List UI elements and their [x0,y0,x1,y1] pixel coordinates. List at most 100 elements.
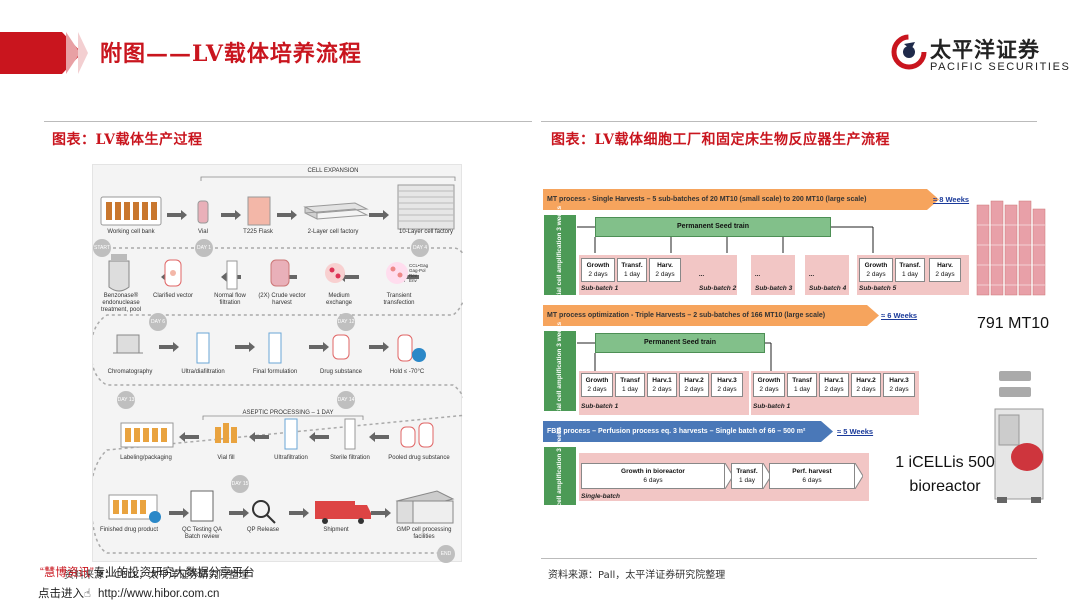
p1-step-harv: Harv.2 days [649,258,681,282]
p1-arrow [927,189,939,210]
step-medium-exchange: Medium exchange [325,293,353,306]
p3-weeks: ≈ 5 Weeks [837,427,874,436]
right-source: 资料来源：Pall，太平洋证券研究院整理 [548,570,726,581]
p3-single-batch-label: Single-batch [581,493,621,500]
p2-sub-batch-b-label: Sub-batch 1 [753,403,791,410]
p1-sub-batch-3 [751,255,795,295]
step-transient-transfection: Transient transfection [383,293,415,306]
p1-step-harv-5: Harv.2 days [929,258,961,282]
p2-initial-label: Initial cell amplification 3 weeks [544,322,576,420]
watermark-line2[interactable]: 点击进入☝http://www.hibor.com.cn [38,588,220,600]
p2-seed-train: Permanent Seed train [595,333,765,353]
step-ultrafiltration: Ultrafiltration [274,455,308,461]
header-chevron [66,32,80,74]
flow-path [93,176,463,554]
step-chromatography: Chromatography [107,369,153,375]
badge-day-4: DAY 4 [411,239,429,257]
step-sterile-filtration: Sterile filtration [330,455,370,461]
header-chevron [78,32,88,74]
p1-initial-label: Initial cell amplification 3 weeks [544,206,576,304]
p1-dots: ... [699,271,705,278]
badge-day-14: DAY 14 [337,391,355,409]
p2-header-bar: MT process optimization - Triple Harvest… [543,305,867,326]
p1-header-bar: MT process - Single Harvests – 5 sub-bat… [543,189,927,210]
logo-icon [891,34,927,70]
p3-header-bar: FBB process – Perfusion process eq. 3 ha… [543,421,821,442]
step-t225-flask: T225 Flask [243,229,273,235]
p2-weeks: ≈ 6 Weeks [881,311,918,320]
p1-sub-batch-4 [805,255,849,295]
left-section-title: 图表：LV载体生产过程 [52,132,203,148]
left-source: 资料来源：CELL，太平洋证券研究院整理 [64,570,249,581]
lv-production-flow-figure: CELL EXPANSION Working cell bank Vial T2… [92,164,463,563]
badge-day-12: DAY 12 [337,313,355,331]
p3-chevron [725,463,733,489]
p3-chevron [763,463,771,489]
mt10-label: 791 MT10 [976,315,1050,332]
p1-weeks: ≈ 8 Weeks [933,195,970,204]
p2-arrow [867,305,879,326]
divider [44,121,532,122]
step-qc-testing: QC Testing QA Batch review [182,527,222,540]
p1-sub-batch-5-label: Sub-batch 5 [859,285,897,292]
step-labeling-packaging: Labeling/packaging [120,455,172,461]
mt10-stack-illustration [976,200,1046,296]
badge-day-13: DAY 13 [117,391,135,409]
step-drug-substance: Drug substance [319,369,363,375]
step-crude-vector-harvest: (2X) Crude vector harvest [258,293,306,306]
p3-arrow [821,421,833,442]
cell-expansion-label: CELL EXPANSION [307,168,359,174]
p2-sub-batch-a-label: Sub-batch 1 [581,403,619,410]
step-ultra-diafiltration: Ultra/diafiltration [181,369,225,375]
step-benzonase: Benzonase® endonuclease treatment, pool [100,293,142,313]
step-finished-drug-product: Finished drug product [99,527,159,533]
p1-sub-batch-2-label: Sub-batch 2 [699,285,737,292]
divider [541,558,1037,559]
step-vial: Vial [198,229,208,235]
step-2-layer-factory: 2-Layer cell factory [307,229,359,235]
step-normal-flow-filtration: Normal flow filtration [214,293,246,306]
p3-initial-label: Initial cell amplification 3 weeks [544,427,576,525]
plasmid-list: CCL•Gag Gag-Pol Rev Env [409,263,429,283]
right-section-title: 图表：LV载体细胞工厂和固定床生物反应器生产流程 [551,132,891,148]
p1-dots: ... [755,271,761,278]
badge-day-1: DAY 1 [195,239,213,257]
badge-day-6: DAY 6 [149,313,167,331]
step-qp-release: QP Release [246,527,280,533]
p1-step-transf-5: Transf.1 day [895,258,925,282]
step-final-formulation: Final formulation [252,369,298,375]
bioreactor-process-figure: MT process - Single Harvests – 5 sub-bat… [541,187,1049,525]
step-working-cell-bank: Working cell bank [107,229,155,235]
step-hold: Hold ≤ -70°C [389,369,425,375]
divider [541,121,1037,122]
logo-text-en: PACIFIC SECURITIES [930,61,1071,73]
step-vial-fill: Vial fill [217,455,235,461]
p1-step-transf: Transf.1 day [617,258,647,282]
aseptic-label: ASEPTIC PROCESSING – 1 DAY [242,410,334,416]
step-pooled-drug-substance: Pooled drug substance [388,455,450,461]
hand-pointer-icon: ☝ [84,588,92,600]
p1-seed-train: Permanent Seed train [595,217,831,237]
step-shipment: Shipment [323,527,349,533]
p1-branch-lines [577,226,874,253]
equals-bar [999,371,1031,381]
p2-branch-lines [577,342,772,371]
p1-sub-batch-2 [695,255,737,295]
step-gmp-facilities: GMP cell processing facilities [396,527,452,540]
equals-bar [999,387,1031,397]
p1-sub-batch-4-label: Sub-batch 4 [809,285,847,292]
header-red-bar [0,32,82,74]
p1-dots: ... [809,271,815,278]
